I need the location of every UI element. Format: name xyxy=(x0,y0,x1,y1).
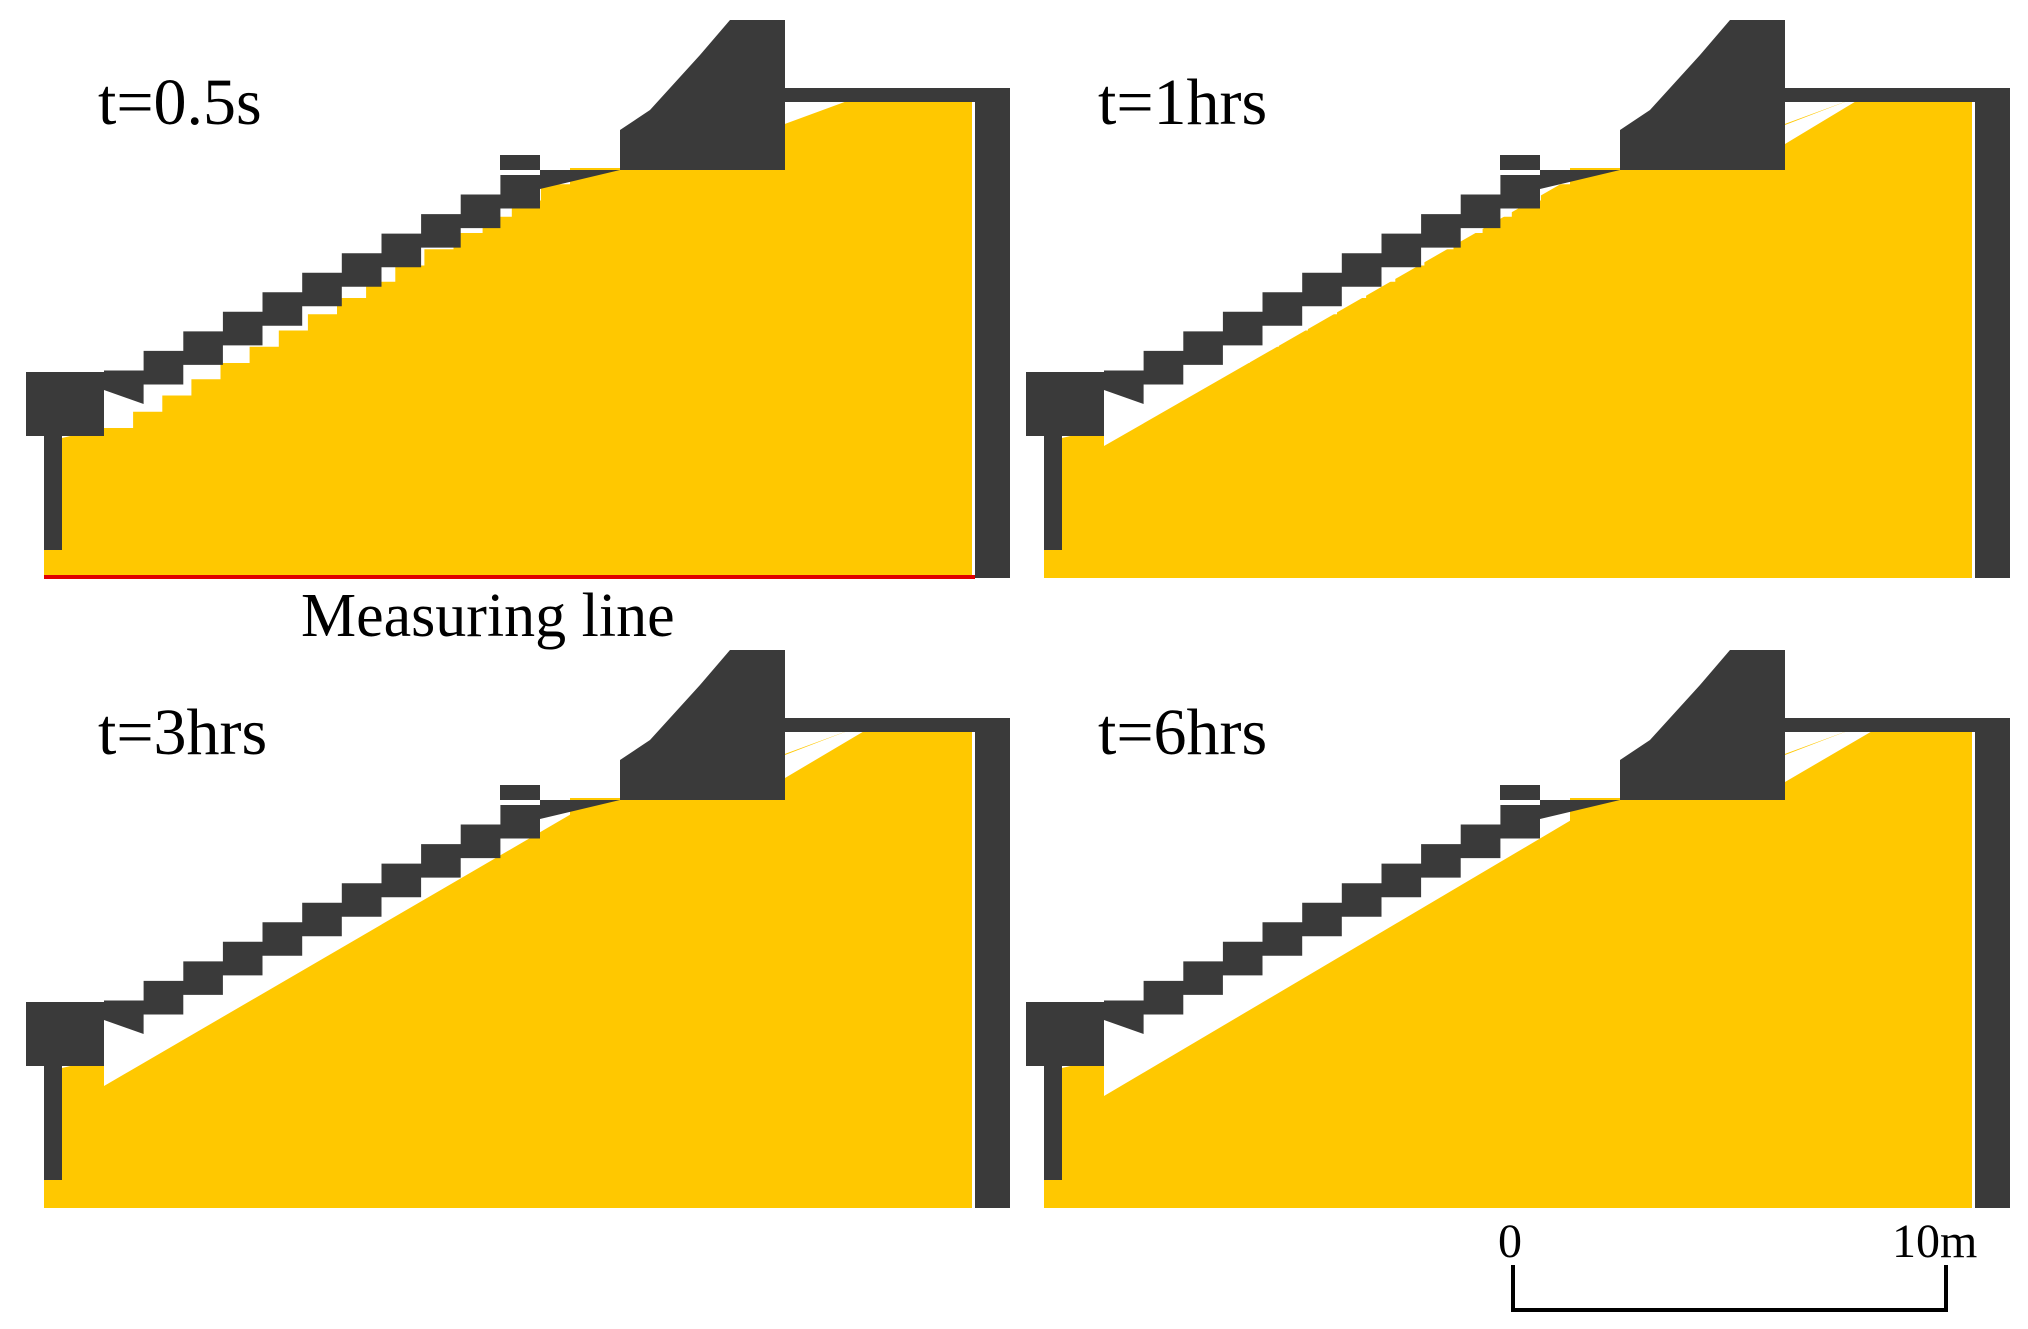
retaining-structure xyxy=(26,650,785,1180)
scale-bar: 0 10m xyxy=(1498,1215,1977,1312)
slope-panel: t=1hrs xyxy=(1026,20,2010,578)
scale-bar-start-label: 0 xyxy=(1498,1215,1522,1268)
slope-panel: t=3hrs xyxy=(26,650,1010,1208)
erosion-gap-top xyxy=(1785,100,1858,144)
panel-time-label: t=0.5s xyxy=(98,66,262,139)
soil-body xyxy=(1044,100,1972,578)
slope-panel: t=0.5s xyxy=(26,20,1010,578)
right-wall xyxy=(1975,718,2010,1208)
erosion-gap-top xyxy=(1785,730,1874,782)
soil-body xyxy=(1044,730,1972,1208)
scale-bar-end-label: 10m xyxy=(1892,1215,1977,1268)
measuring-line-label: Measuring line xyxy=(301,582,675,650)
top-beam xyxy=(785,718,1010,732)
top-beam xyxy=(1785,718,2010,732)
retaining-structure xyxy=(1026,650,1785,1180)
retaining-structure xyxy=(1026,20,1785,550)
right-wall xyxy=(1975,88,2010,578)
right-wall xyxy=(975,88,1010,578)
retaining-structure xyxy=(26,20,785,550)
panel-time-label: t=6hrs xyxy=(1098,696,1267,769)
panel-time-label: t=1hrs xyxy=(1098,66,1267,139)
top-beam xyxy=(785,88,1010,102)
right-wall xyxy=(975,718,1010,1208)
scale-bar-line xyxy=(1511,1265,1948,1312)
slope-panel: t=6hrs xyxy=(1026,650,2010,1208)
panel-time-label: t=3hrs xyxy=(98,696,267,769)
erosion-gap-top xyxy=(785,730,866,778)
top-beam xyxy=(1785,88,2010,102)
soil-body xyxy=(44,730,972,1208)
soil-body xyxy=(44,100,972,578)
panels-layer: t=0.5s t=1hrs t=3hrs t=6hrs xyxy=(26,20,2010,1208)
